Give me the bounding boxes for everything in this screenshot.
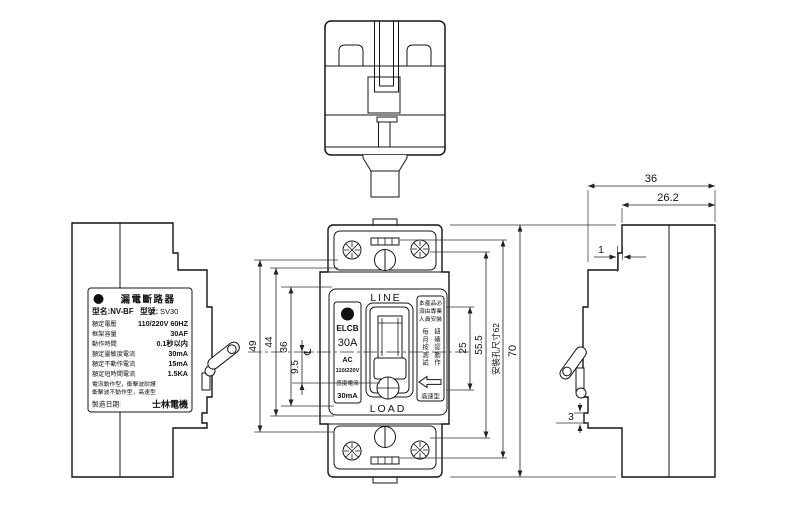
dim-36-front: 36	[279, 341, 290, 353]
terminal-screw-bottom-right	[410, 440, 430, 460]
left-arrow-icon	[418, 375, 442, 389]
dim-70: 70	[507, 345, 519, 357]
nameplate-type-label: 型號:	[140, 306, 158, 316]
nameplate-brand: 士林電機	[152, 399, 188, 410]
front-band-lines	[320, 271, 449, 425]
terminal-screw-top-right	[410, 239, 430, 259]
spec-row-label-0: 額定電壓	[92, 320, 117, 328]
toggle-assembly	[365, 302, 414, 400]
extension-lines-side	[587, 190, 716, 262]
speed-type-text: 高速型	[421, 393, 440, 401]
face-logo-icon	[341, 307, 354, 321]
spec-row-label-5: 額定短時間電流	[92, 370, 135, 378]
load-marking: LOAD	[370, 403, 407, 415]
centerline-symbol: ℄	[303, 348, 314, 356]
top-view-handle-neck	[362, 155, 408, 172]
terminal-strip-ticks-top	[377, 238, 393, 245]
right-view-pivot-bump	[575, 387, 587, 399]
extension-lines-right	[400, 224, 616, 478]
toggle-grip	[373, 357, 407, 380]
front-top-tab	[372, 218, 398, 226]
top-view-terminal-left	[338, 44, 364, 66]
lever-hole	[562, 366, 572, 377]
top-view-handle	[370, 170, 400, 198]
spec-row-value-5: 1.5KA	[168, 369, 188, 378]
spec-row-value-3: 30mA	[168, 349, 188, 358]
rating-text: 30A	[338, 337, 358, 349]
spec-row-value-2: 0.1秒以内	[156, 339, 188, 348]
warn-line-2: 須由專業	[419, 307, 442, 315]
left-side-view: 漏電斷路器 型名:NV-BF 型號: SV30 額定電壓 110/220V 60…	[71, 222, 240, 478]
dimension-annotations: 49 44 36 9.5 ℄ 25 55.5 安裝孔尺寸62 70 36 26.…	[248, 173, 716, 478]
dim-3-ticks	[556, 412, 588, 424]
dim-55-5: 55.5	[474, 335, 485, 355]
terminal-screw-top-left	[342, 240, 362, 260]
top-view-rib-lines	[378, 122, 391, 147]
warn-line-3: 人員安裝	[419, 315, 442, 323]
line-marking: LINE	[370, 292, 401, 304]
terminal-screw-bottom-left	[342, 441, 362, 461]
spec-row-label-1: 框架容量	[92, 330, 117, 338]
nameplate-type-value: SV30	[160, 307, 178, 316]
spec-row-label-2: 動作時間	[92, 340, 117, 348]
test-button-cross	[377, 377, 399, 399]
nameplate-title: 漏電斷路器	[120, 294, 175, 306]
top-view-section-lines	[325, 65, 445, 148]
voltage-text: 110/220V	[336, 368, 360, 374]
right-view-toggle-lever	[559, 346, 587, 380]
left-view-toggle-lever	[207, 341, 240, 370]
terminal-strip-ticks-bottom	[377, 457, 393, 464]
spec-row-label-3: 額定靈敏度電流	[92, 350, 135, 358]
warn-line-1: 本產品必	[419, 299, 442, 307]
top-view	[324, 20, 446, 198]
sensitivity-value: 30mA	[337, 391, 358, 400]
dim-44: 44	[264, 336, 275, 348]
right-view-outline	[582, 224, 716, 478]
brand-logo-icon	[93, 294, 104, 304]
dim-36-side: 36	[645, 173, 657, 185]
monthly-test-column: 每月按測試	[421, 327, 428, 367]
dim-9-5: 9.5	[290, 360, 301, 374]
spec-row-value-1: 30AF	[170, 329, 188, 338]
dim-25: 25	[458, 342, 469, 354]
extension-lines-left	[254, 259, 380, 433]
lever-hole	[227, 344, 237, 354]
top-view-toggle	[367, 76, 401, 114]
caution-panel: 本產品必 須由專業 人員安裝 每月按測試 鈕確認動作 高速型	[416, 295, 445, 402]
front-bottom-tab	[372, 476, 398, 484]
right-side-view	[559, 224, 716, 478]
nameplate-note-2: 衝擊波不動作型，高速型	[92, 388, 156, 396]
nameplate: 漏電斷路器 型名:NV-BF 型號: SV30 額定電壓 110/220V 60…	[87, 287, 193, 413]
confirm-action-column: 鈕確認動作	[433, 327, 440, 367]
spec-row-label-4: 額定不動作電流	[92, 360, 135, 368]
nameplate-note-1: 電流動作型，衝擊波耐護	[92, 380, 156, 388]
top-view-latch	[376, 116, 398, 123]
ac-text: AC	[342, 357, 352, 364]
nameplate-date-label: 製造日期:	[92, 400, 121, 409]
top-view-terminal-right	[406, 44, 432, 66]
dim-1-ticks	[617, 246, 623, 272]
front-view: LINE LOAD ELCB 30A AC 110/220V 感度電流 30mA	[319, 218, 450, 484]
nameplate-border	[87, 287, 193, 413]
dim-3: 3	[568, 412, 574, 423]
toggle-handle-detail	[378, 318, 402, 356]
device-type-text: ELCB	[336, 324, 358, 333]
spec-row-value-4: 15mA	[168, 359, 188, 368]
dim-mount-62: 安裝孔尺寸62	[491, 323, 501, 375]
top-view-center-slot	[374, 21, 399, 93]
spec-row-value-0: 110/220V 60HZ	[138, 319, 189, 328]
top-view-body	[324, 20, 446, 156]
nameplate-model: 型名:NV-BF	[92, 306, 134, 316]
dim-1: 1	[598, 245, 604, 256]
dim-49: 49	[248, 340, 259, 352]
dim-26-2: 26.2	[657, 192, 678, 204]
